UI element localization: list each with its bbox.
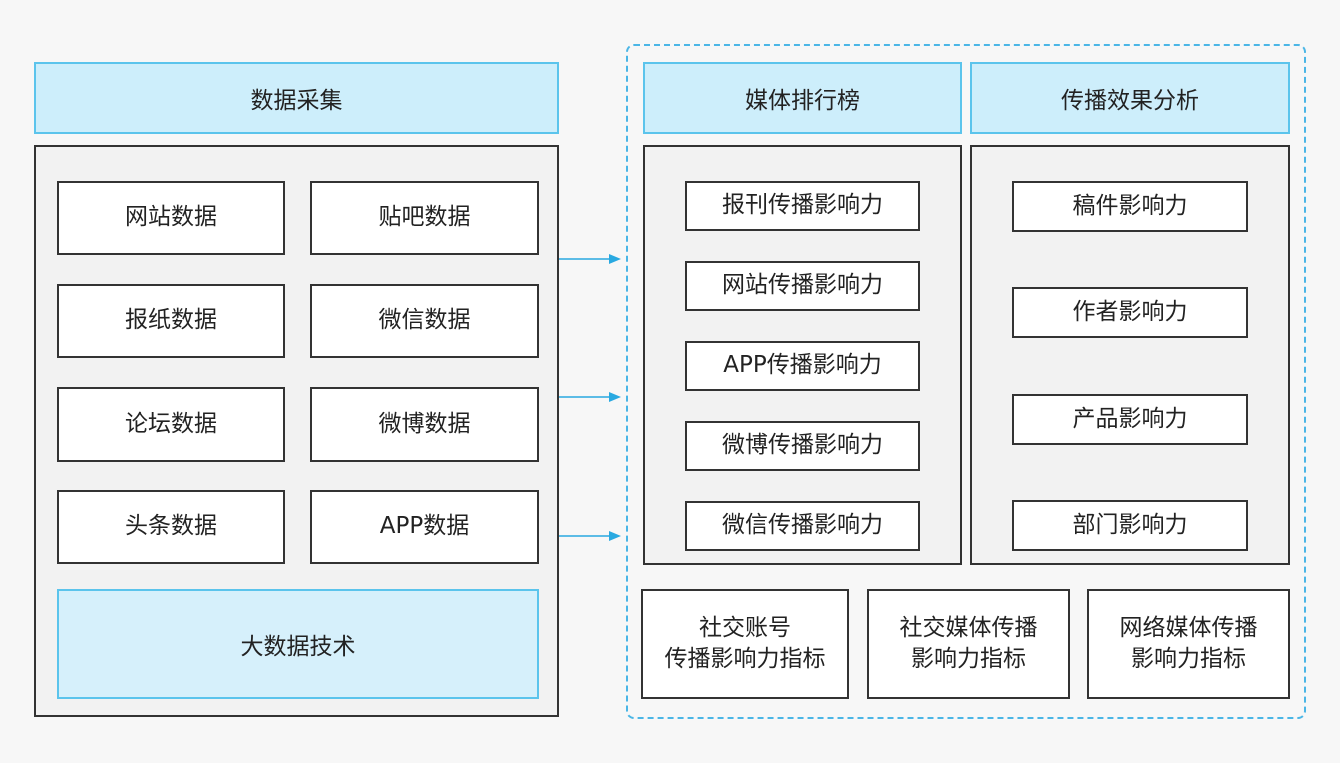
indicator-box: 社交媒体传播 影响力指标: [867, 589, 1070, 699]
source-item: 论坛数据: [57, 387, 285, 462]
data-collection-header: 数据采集: [34, 62, 559, 134]
data-collection-title: 数据采集: [250, 88, 343, 114]
analysis-item: 作者影响力: [1012, 287, 1248, 338]
big-data-tech-label: 大数据技术: [240, 634, 356, 660]
analysis-label: 部门影响力: [1072, 511, 1188, 538]
big-data-tech-box: 大数据技术: [57, 589, 539, 699]
indicator-line: 传播影响力指标: [664, 646, 826, 672]
ranking-item: APP传播影响力: [685, 341, 920, 391]
indicator-box: 网络媒体传播 影响力指标: [1087, 589, 1290, 699]
source-label: 网站数据: [125, 204, 217, 231]
arrow-right-icon: [559, 392, 621, 402]
analysis-label: 稿件影响力: [1072, 192, 1188, 219]
indicator-line: 网络媒体传播: [1119, 614, 1258, 641]
source-label: 微信数据: [378, 307, 471, 334]
ranking-label: APP传播影响力: [723, 352, 882, 379]
analysis-label: 作者影响力: [1072, 298, 1188, 325]
source-item: 网站数据: [57, 181, 285, 255]
source-item: APP数据: [310, 490, 539, 564]
source-item: 头条数据: [57, 490, 285, 564]
indicator-line: 社交媒体传播: [899, 614, 1038, 641]
ranking-item: 微信传播影响力: [685, 501, 920, 551]
indicator-line: 影响力指标: [1131, 646, 1246, 672]
effect-analysis-title: 传播效果分析: [1061, 88, 1199, 114]
source-item: 报纸数据: [57, 284, 285, 358]
effect-analysis-header: 传播效果分析: [970, 62, 1290, 134]
analysis-container: [626, 44, 1306, 719]
source-item: 贴吧数据: [310, 181, 539, 255]
source-label: 微博数据: [378, 410, 471, 437]
arrow-right-icon: [559, 531, 621, 541]
ranking-label: 网站传播影响力: [722, 272, 883, 299]
indicator-box: 社交账号 传播影响力指标: [641, 589, 849, 699]
source-label: 头条数据: [125, 513, 217, 540]
source-label: 论坛数据: [125, 410, 217, 437]
analysis-item: 产品影响力: [1012, 394, 1248, 445]
media-ranking-header: 媒体排行榜: [643, 62, 962, 134]
ranking-label: 微博传播影响力: [722, 432, 883, 459]
analysis-item: 稿件影响力: [1012, 181, 1248, 232]
ranking-label: 报刊传播影响力: [722, 192, 883, 219]
arrow-right-icon: [559, 254, 621, 264]
source-label: 贴吧数据: [378, 204, 471, 231]
indicator-line: 影响力指标: [911, 646, 1026, 672]
ranking-item: 微博传播影响力: [685, 421, 920, 471]
media-ranking-title: 媒体排行榜: [745, 88, 860, 114]
indicator-line: 社交账号: [699, 614, 791, 641]
ranking-label: 微信传播影响力: [722, 512, 883, 539]
ranking-item: 报刊传播影响力: [685, 181, 920, 231]
ranking-item: 网站传播影响力: [685, 261, 920, 311]
source-label: 报纸数据: [125, 307, 217, 334]
analysis-label: 产品影响力: [1072, 405, 1188, 432]
source-item: 微信数据: [310, 284, 539, 358]
analysis-item: 部门影响力: [1012, 500, 1248, 551]
source-item: 微博数据: [310, 387, 539, 462]
source-label: APP数据: [379, 513, 470, 540]
